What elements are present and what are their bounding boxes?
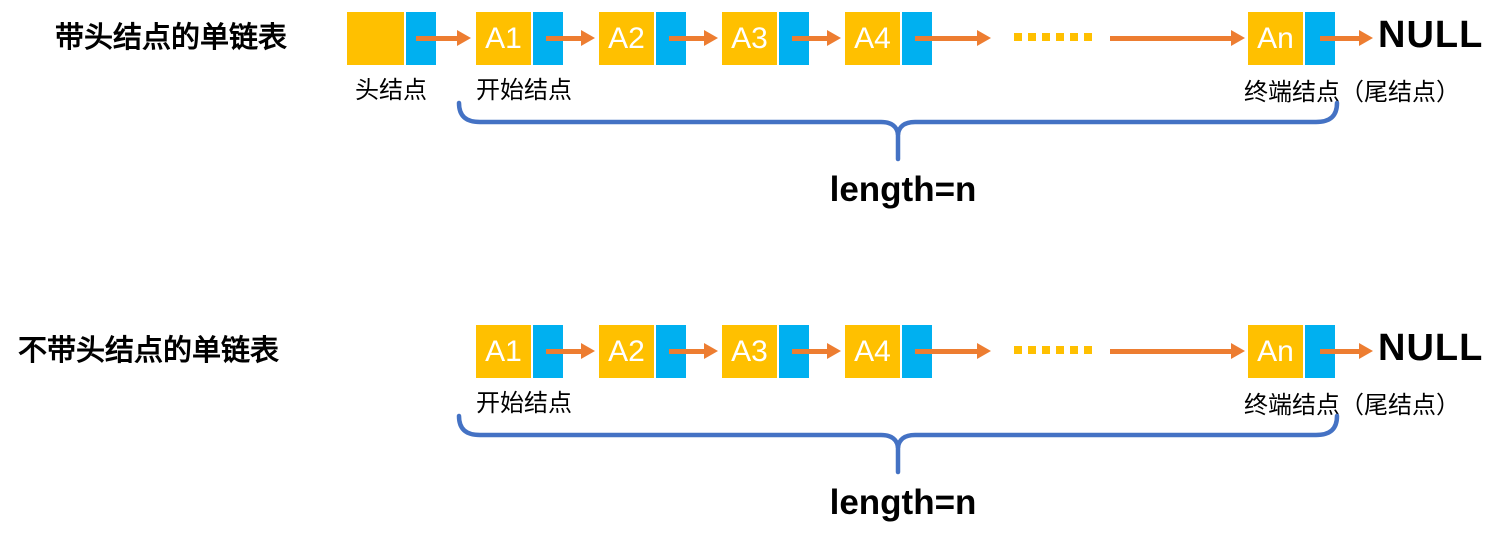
node-data-cell: An <box>1248 325 1303 378</box>
pointer-arrow-icon <box>669 343 718 359</box>
ellipsis-dots-icon <box>1014 346 1092 354</box>
node-data-cell: A4 <box>845 325 900 378</box>
pointer-arrow-icon <box>915 30 991 46</box>
head-node-data-cell <box>347 12 404 65</box>
ellipsis-dot <box>1070 346 1078 354</box>
length-label: length=n <box>829 170 977 209</box>
ellipsis-dot <box>1042 33 1050 41</box>
list-node-a1: A1 <box>476 325 563 378</box>
ellipsis-dot <box>1084 346 1092 354</box>
node-data-cell: A1 <box>476 325 531 378</box>
node-label: A1 <box>485 21 522 55</box>
last-node-caption: 终端结点（尾结点） <box>1244 79 1460 106</box>
ellipsis-dot <box>1056 33 1064 41</box>
pointer-arrow-icon <box>915 343 991 359</box>
pointer-arrow-icon <box>416 30 471 46</box>
list-node-a4: A4 <box>845 325 932 378</box>
node-label: A2 <box>608 334 645 368</box>
node-data-cell: A3 <box>722 12 777 65</box>
ellipsis-dot <box>1014 346 1022 354</box>
length-label: length=n <box>829 483 977 522</box>
node-label: A3 <box>731 21 768 55</box>
pointer-arrow-icon <box>546 30 595 46</box>
length-brace-icon <box>456 413 1340 475</box>
node-label: A2 <box>608 21 645 55</box>
pointer-arrow-icon <box>792 343 841 359</box>
first-node-caption: 开始结点 <box>476 77 572 104</box>
node-label: An <box>1257 21 1294 55</box>
node-label: A1 <box>485 334 522 368</box>
last-node-caption: 终端结点（尾结点） <box>1244 392 1460 419</box>
length-brace-icon <box>456 100 1340 162</box>
node-label: An <box>1257 334 1294 368</box>
node-data-cell: A1 <box>476 12 531 65</box>
ellipsis-dot <box>1042 346 1050 354</box>
list-node-a2: A2 <box>599 12 686 65</box>
list-node-a3: A3 <box>722 12 809 65</box>
first-node-caption: 开始结点 <box>476 390 572 417</box>
pointer-arrow-icon <box>1320 30 1373 46</box>
ellipsis-dot <box>1084 33 1092 41</box>
null-terminator-label: NULL <box>1378 327 1484 369</box>
pointer-arrow-icon <box>1110 30 1245 46</box>
node-label: A4 <box>854 21 891 55</box>
pointer-arrow-icon <box>546 343 595 359</box>
pointer-arrow-icon <box>1320 343 1373 359</box>
node-data-cell: A2 <box>599 325 654 378</box>
node-data-cell: A2 <box>599 12 654 65</box>
list-node-a4: A4 <box>845 12 932 65</box>
ellipsis-dot <box>1056 346 1064 354</box>
title-with-head: 带头结点的单链表 <box>55 22 288 54</box>
node-data-cell: An <box>1248 12 1303 65</box>
node-data-cell: A3 <box>722 325 777 378</box>
ellipsis-dot <box>1070 33 1078 41</box>
ellipsis-dot <box>1014 33 1022 41</box>
node-data-cell: A4 <box>845 12 900 65</box>
head-node-caption: 头结点 <box>355 77 427 104</box>
pointer-arrow-icon <box>792 30 841 46</box>
pointer-arrow-icon <box>1110 343 1245 359</box>
ellipsis-dot <box>1028 346 1036 354</box>
null-terminator-label: NULL <box>1378 14 1484 56</box>
node-label: A3 <box>731 334 768 368</box>
node-label: A4 <box>854 334 891 368</box>
ellipsis-dots-icon <box>1014 33 1092 41</box>
title-without-head: 不带头结点的单链表 <box>18 335 280 367</box>
pointer-arrow-icon <box>669 30 718 46</box>
ellipsis-dot <box>1028 33 1036 41</box>
